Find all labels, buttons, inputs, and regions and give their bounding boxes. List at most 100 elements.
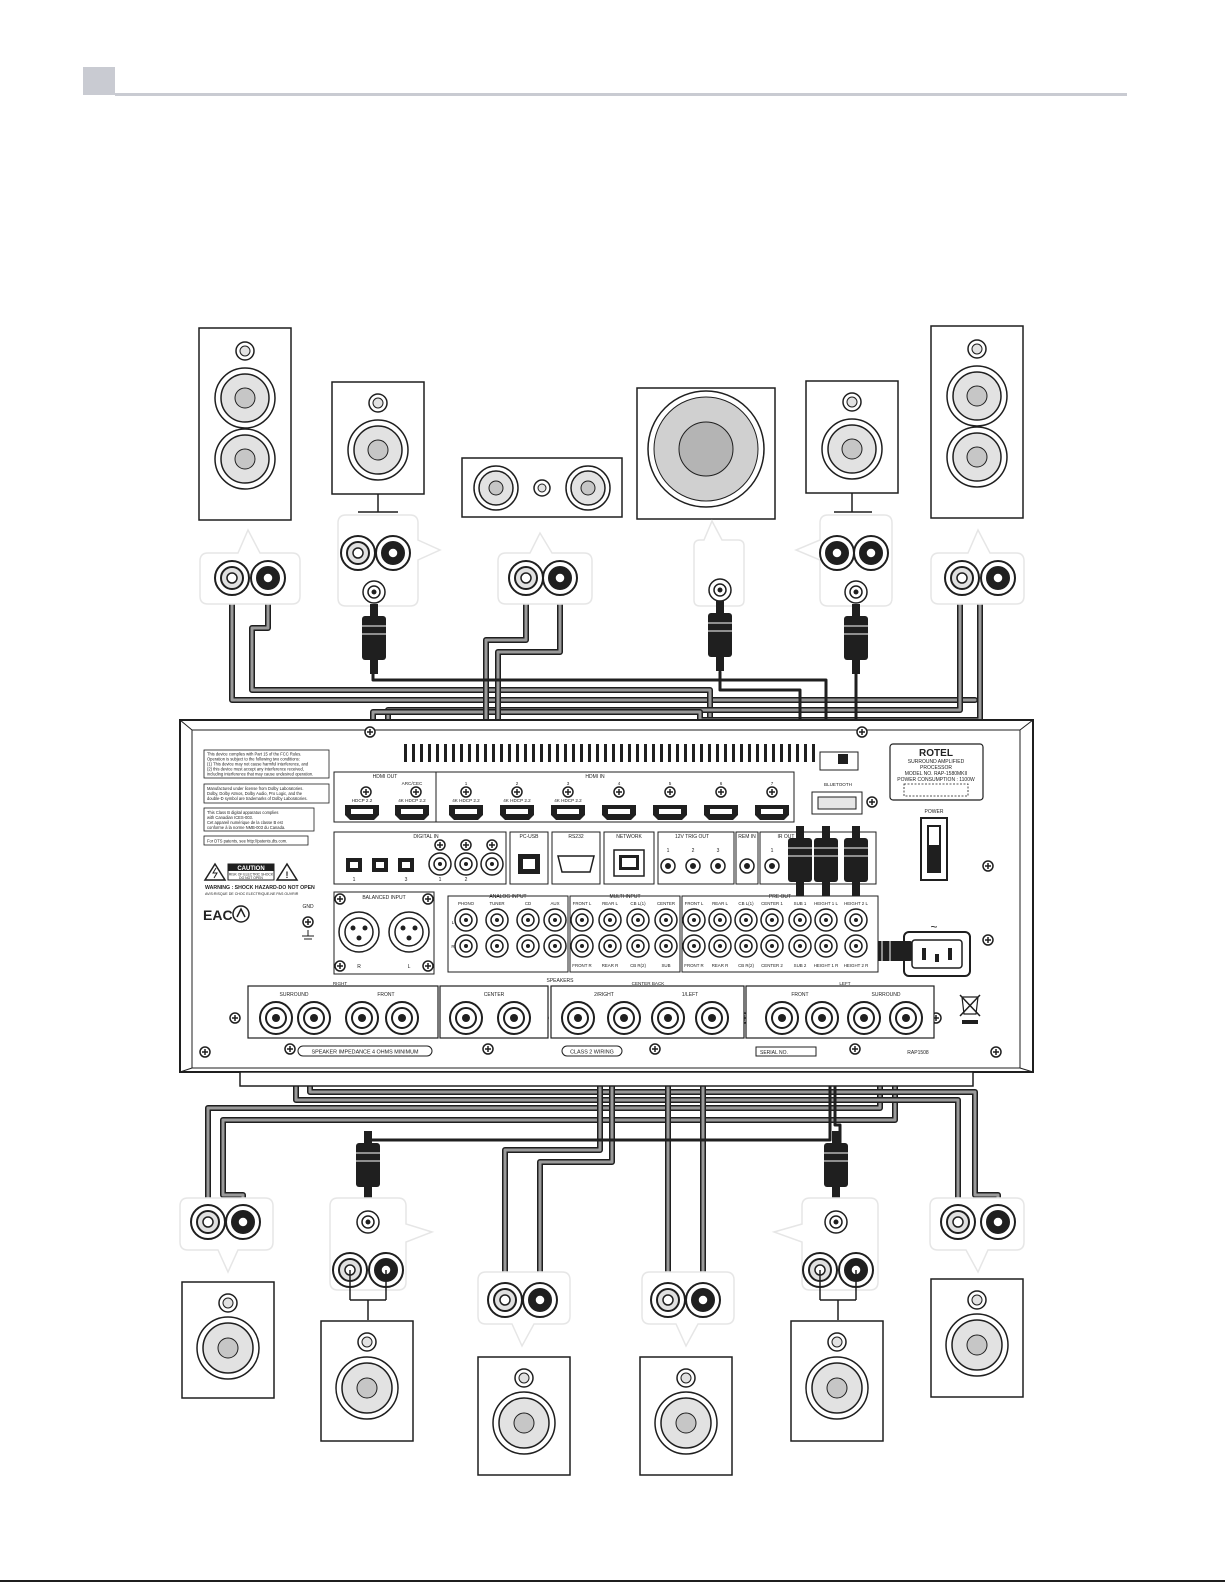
- vent-slot: [500, 744, 503, 762]
- rca-jack: [844, 908, 868, 932]
- rs232-label: RS232: [568, 834, 584, 840]
- speaker-binding-post: [345, 1001, 379, 1035]
- speaker-section-label: CENTER: [484, 992, 505, 998]
- hdmi-port-spec: 4K HDCP 2.2: [554, 798, 582, 803]
- caution-sub: DO NOT OPEN: [239, 876, 263, 880]
- vent-slot: [516, 744, 519, 762]
- speaker-group-label: RIGHT: [333, 981, 347, 986]
- vent-slot: [764, 744, 767, 762]
- vent-slot: [772, 744, 775, 762]
- page-header: [83, 67, 1127, 96]
- hdmi-screw: [664, 786, 676, 798]
- rca-label: CB R(2): [738, 963, 754, 968]
- rca-label: REAR L: [712, 901, 728, 906]
- header-rule: [115, 93, 1127, 96]
- hdmi-port-number: 3: [567, 781, 570, 786]
- hdmi-port-number: 6: [720, 781, 723, 786]
- warning-text: WARNING : SHOCK HAZARD-DO NOT OPEN: [205, 885, 315, 891]
- rem-label: REM IN: [738, 834, 756, 840]
- rca-label: HEIGHT 1 L: [814, 901, 838, 906]
- vent-slot: [780, 744, 783, 762]
- canada-line: conforme à la norme NMB-003 du Canada.: [207, 825, 285, 830]
- rca-jack: [708, 934, 732, 958]
- vent-slot: [548, 744, 551, 762]
- vent-slot: [436, 744, 439, 762]
- vent-slot: [652, 744, 655, 762]
- vent-slot: [492, 744, 495, 762]
- preout-label: PRE OUT: [769, 894, 791, 900]
- dolby-line: Dolby, Dolby Atmos, Dolby Audio, Pro Log…: [207, 791, 303, 796]
- hdmi-port-number: 4: [618, 781, 621, 786]
- vent-slot: [556, 744, 559, 762]
- fcc-line: Operation is subject to the following tw…: [207, 757, 300, 762]
- model-code: RAP1508: [907, 1050, 929, 1056]
- dolby-line: Manufactured under license from Dolby La…: [207, 786, 303, 791]
- bluetooth-label: BLUETOOTH: [824, 782, 852, 787]
- hdmi-port: [755, 805, 789, 820]
- vent-slot: [404, 744, 407, 762]
- speaker-binding-post: [765, 1001, 799, 1035]
- vent-slot: [524, 744, 527, 762]
- hdmi-port-spec: HDCP 2.2: [352, 798, 373, 803]
- hdmi-screw: [360, 786, 372, 798]
- speaker-binding-post: [497, 1001, 531, 1035]
- vent-slot: [644, 744, 647, 762]
- rca-jack: [516, 908, 540, 932]
- vent-slot: [668, 744, 671, 762]
- class-label: CLASS 2 WIRING: [570, 1050, 614, 1056]
- brand-logo: ROTEL: [919, 748, 953, 759]
- rca-jack: [734, 908, 758, 932]
- hdmi-port-spec: 4K HDCP 2.2: [503, 798, 531, 803]
- fcc-line: This device complies with Part 15 of the…: [207, 752, 301, 757]
- rca-jack: [485, 908, 509, 932]
- rca-jack: [708, 908, 732, 932]
- rca-jack: [814, 908, 838, 932]
- rca-jack: [734, 934, 758, 958]
- speaker-group-label: LEFT: [839, 981, 850, 986]
- height-right-speaker: [805, 380, 899, 513]
- center-terminals: [497, 531, 593, 605]
- rca-jack: [543, 908, 567, 932]
- vent-slot: [700, 744, 703, 762]
- front-left-speaker: [198, 327, 292, 521]
- header-tab: [83, 67, 115, 95]
- vent-slot: [620, 744, 623, 762]
- hdmi-port-name: ARC/CEC: [402, 781, 423, 786]
- hdmi-port-number: 5: [669, 781, 672, 786]
- rca-jack: [814, 934, 838, 958]
- vent-slot: [412, 744, 415, 762]
- model-line: MODEL NO. RAP-1580MKII: [905, 771, 968, 777]
- balanced-label: BALANCED INPUT: [362, 895, 405, 901]
- vent-slot: [788, 744, 791, 762]
- vent-slot: [460, 744, 463, 762]
- network-label: NETWORK: [616, 834, 642, 840]
- ir-num: 1: [771, 848, 774, 854]
- vent-slot: [476, 744, 479, 762]
- warning-text: AVIS:RISQUE DE CHOC ELECTRIQUE-NE PAS OU…: [205, 892, 299, 896]
- rca-label: AUX: [550, 901, 559, 906]
- digital-in-num: 1: [439, 877, 442, 883]
- hdmi-screw: [613, 786, 625, 798]
- vent-slot: [796, 744, 799, 762]
- vent-slot: [740, 744, 743, 762]
- height-left-amp-module: [337, 514, 442, 675]
- speaker-binding-post: [695, 1001, 729, 1035]
- trig-num: 1: [667, 848, 670, 854]
- speaker-group-label: CENTER BACK: [632, 981, 666, 986]
- rca-label: FRONT R: [572, 963, 591, 968]
- serial-label: SERIAL NO.: [760, 1050, 788, 1056]
- vent-slot: [724, 744, 727, 762]
- rca-label: SUB: [661, 963, 670, 968]
- speaker-section-label: 1/LEFT: [682, 992, 698, 998]
- vent-slot: [812, 744, 815, 762]
- hdmi-screw: [410, 786, 422, 798]
- speaker-binding-post: [297, 1001, 331, 1035]
- rca-jack: [682, 908, 706, 932]
- gnd-label: GND: [302, 904, 314, 910]
- surround-right-terminals: [929, 1197, 1025, 1274]
- hdmi-port: [345, 805, 379, 820]
- center-speaker: [461, 457, 623, 518]
- height-right-amp-module: [794, 514, 893, 675]
- vent-slot: [676, 744, 679, 762]
- model-line: SURROUND AMPLIFIED: [908, 759, 965, 765]
